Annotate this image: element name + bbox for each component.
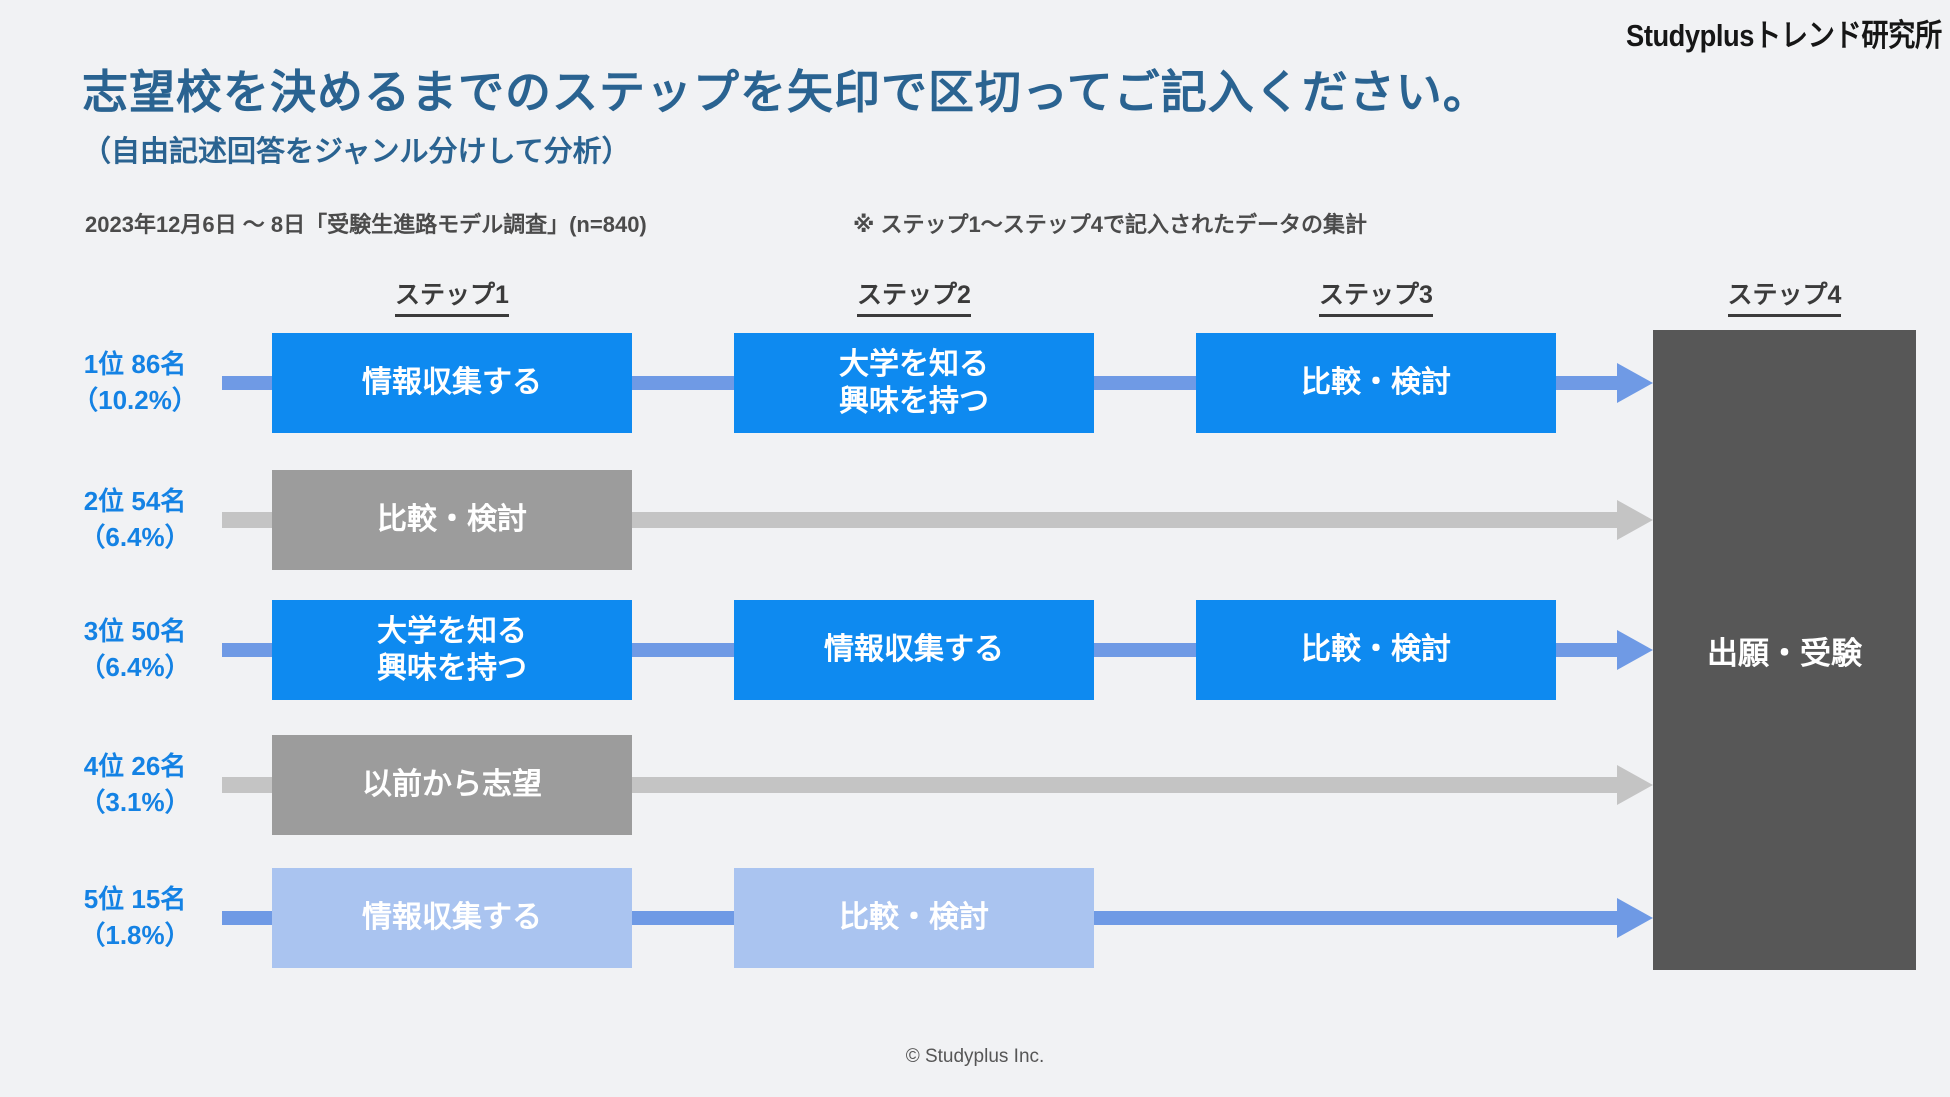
rank-count: 2位 54名	[83, 486, 187, 516]
brand-logo: Studyplusトレンド研究所	[1626, 18, 1942, 53]
connector	[632, 911, 734, 925]
step-box: 比較・検討	[272, 470, 632, 570]
step-box: 情報収集する	[272, 868, 632, 968]
step-box: 大学を知る 興味を持つ	[734, 333, 1094, 433]
rank-label-2: 2位 54名 （6.4%）	[50, 484, 220, 556]
arrow-icon	[1617, 500, 1653, 540]
rank-count: 4位 26名	[83, 751, 187, 781]
step-box: 情報収集する	[272, 333, 632, 433]
page-subtitle: （自由記述回答をジャンル分けして分析）	[82, 136, 631, 168]
connector	[222, 512, 272, 528]
connector	[632, 512, 1617, 528]
page-title: 志望校を決めるまでのステップを矢印で区切ってご記入ください。	[82, 66, 1490, 118]
step-header-2: ステップ2	[734, 275, 1094, 317]
step-header-3: ステップ3	[1196, 275, 1556, 317]
connector	[632, 376, 734, 390]
connector	[222, 911, 272, 925]
rank-percent: （3.1%）	[79, 786, 191, 817]
connector	[1094, 376, 1196, 390]
connector	[1094, 911, 1617, 925]
survey-note: 2023年12月6日 ～ 8日「受験生進路モデル調査」(n=840)	[85, 212, 647, 237]
rank-count: 1位 86名	[83, 349, 187, 379]
rank-percent: （1.8%）	[79, 919, 191, 950]
step-box: 比較・検討	[734, 868, 1094, 968]
rank-label-3: 3位 50名 （6.4%）	[50, 614, 220, 686]
rank-count: 5位 15名	[83, 884, 187, 914]
arrow-icon	[1617, 363, 1653, 403]
step-box: 以前から志望	[272, 735, 632, 835]
connector	[222, 643, 272, 657]
step-box: 大学を知る 興味を持つ	[272, 600, 632, 700]
step-box: 情報収集する	[734, 600, 1094, 700]
rank-percent: （10.2%）	[72, 384, 198, 415]
connector	[222, 376, 272, 390]
rank-label-1: 1位 86名 （10.2%）	[50, 347, 220, 419]
step-header-4: ステップ4	[1653, 275, 1916, 317]
connector	[1094, 643, 1196, 657]
rank-percent: （6.4%）	[79, 521, 191, 552]
final-stage-box: 出願・受験	[1653, 330, 1916, 970]
connector	[632, 643, 734, 657]
connector	[1556, 376, 1618, 390]
connector	[632, 777, 1617, 793]
rank-percent: （6.4%）	[79, 651, 191, 682]
arrow-icon	[1617, 765, 1653, 805]
step-box: 比較・検討	[1196, 600, 1556, 700]
arrow-icon	[1617, 630, 1653, 670]
connector	[222, 777, 272, 793]
step-header-1: ステップ1	[272, 275, 632, 317]
copyright: © Studyplus Inc.	[905, 1046, 1045, 1067]
rank-label-4: 4位 26名 （3.1%）	[50, 749, 220, 821]
step-box: 比較・検討	[1196, 333, 1556, 433]
arrow-icon	[1617, 898, 1653, 938]
rank-count: 3位 50名	[83, 616, 187, 646]
connector	[1556, 643, 1618, 657]
rank-label-5: 5位 15名 （1.8%）	[50, 882, 220, 954]
aggregation-note: ※ ステップ1～ステップ4で記入されたデータの集計	[853, 212, 1367, 237]
